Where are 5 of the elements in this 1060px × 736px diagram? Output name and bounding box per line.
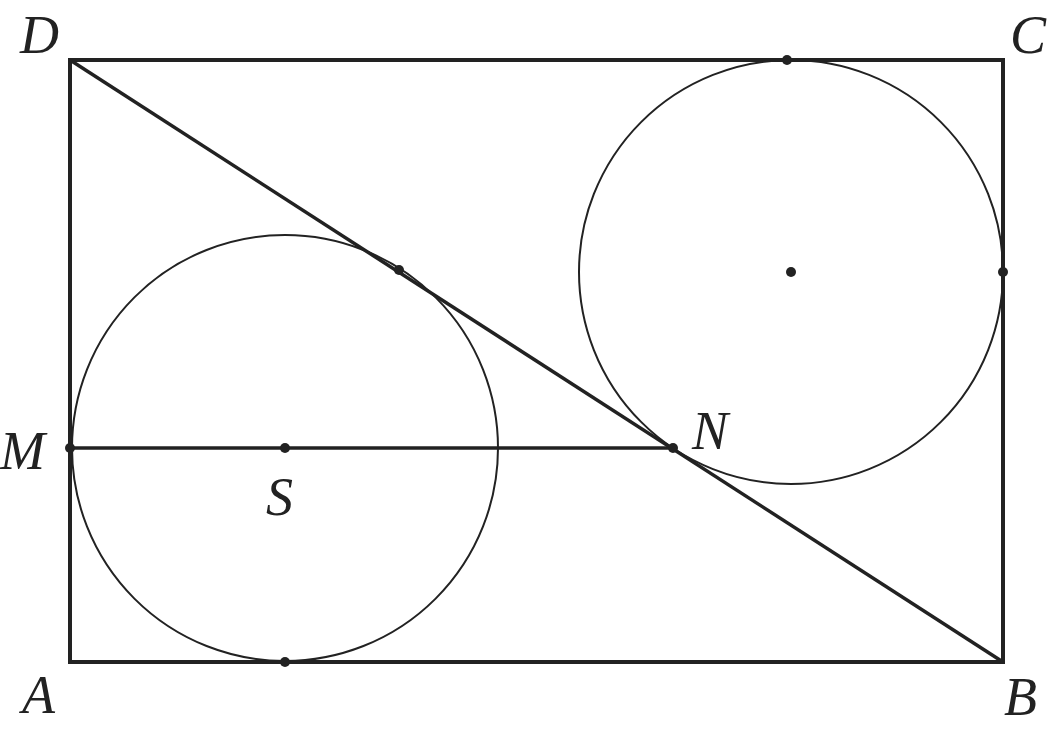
point-label: D	[20, 8, 59, 62]
point-label: B	[1004, 670, 1037, 724]
point-label: C	[1010, 8, 1047, 62]
point-label: S	[266, 470, 293, 524]
point-label: N	[692, 404, 729, 458]
